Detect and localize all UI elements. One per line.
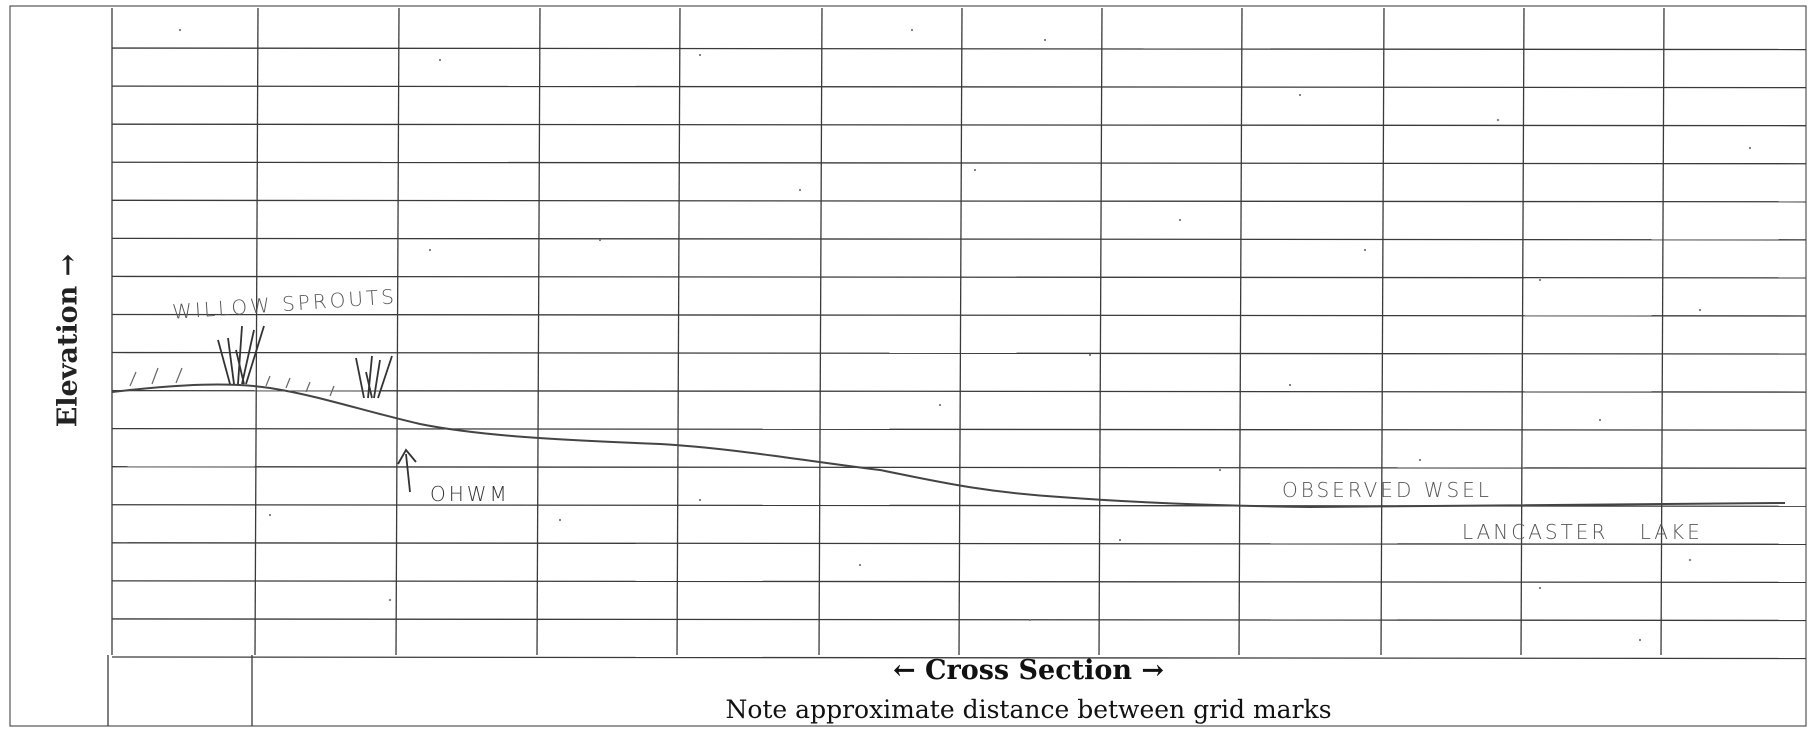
willow-sprout-marks-left: [217, 325, 265, 385]
grid-horizontal-line: [111, 656, 1807, 660]
scan-speck: [1363, 248, 1367, 252]
scan-speck: [1288, 383, 1292, 387]
scan-speck: [438, 58, 442, 62]
grid-horizontal-line: [111, 161, 1807, 165]
scan-speck: [1538, 586, 1542, 590]
willow-sprout-marks-right: [355, 355, 393, 399]
grid-horizontal-line: [111, 275, 1807, 279]
scan-speck: [858, 563, 862, 567]
grid-horizontal-line: [111, 542, 1807, 545]
scan-speck: [938, 403, 942, 407]
sheet-border: [9, 5, 1807, 727]
grid-horizontal-line: [111, 123, 1807, 127]
scan-speck: [910, 28, 914, 32]
grid: [107, 7, 1807, 726]
grid-vertical-line: [1238, 7, 1243, 656]
scan-speck: [1028, 618, 1032, 622]
grid-vertical-line: [818, 7, 823, 656]
scan-speck: [1043, 38, 1047, 42]
scan-speck: [1178, 218, 1182, 222]
scan-speck: [1598, 418, 1602, 422]
scan-speck: [388, 598, 392, 602]
grid-vertical-line: [676, 7, 681, 656]
grid-horizontal-line: [111, 580, 1807, 584]
grid-vertical-line: [1520, 7, 1525, 656]
x-axis-label: ← Cross Section →: [892, 655, 1165, 686]
grid-horizontal-line: [111, 313, 1807, 317]
scan-speck: [1688, 558, 1692, 562]
scan-specks: [178, 28, 1752, 642]
scan-speck: [1418, 458, 1422, 462]
scan-speck: [1298, 93, 1302, 97]
scan-speck: [698, 53, 702, 57]
grass-marks: [129, 367, 335, 397]
grid-vertical-line: [1098, 7, 1103, 656]
scan-speck: [698, 498, 702, 502]
grid-note: Note approximate distance between grid m…: [725, 695, 1332, 724]
scan-speck: [1538, 278, 1542, 282]
grid-vertical-line: [958, 7, 963, 656]
scan-speck: [268, 513, 272, 517]
scan-speck: [428, 248, 432, 252]
scan-speck: [1748, 146, 1752, 150]
scan-speck: [1698, 308, 1702, 312]
grid-horizontal-line: [111, 351, 1807, 355]
grid-horizontal-line: [111, 618, 1807, 622]
grid-horizontal-line: [111, 199, 1807, 203]
lake-label: LANCASTER LAKE: [1462, 520, 1703, 544]
grid-horizontal-line: [111, 427, 1807, 431]
scan-speck: [798, 188, 802, 192]
wsel-label: OBSERVED WSEL: [1282, 478, 1492, 502]
scan-speck: [1088, 353, 1092, 357]
scan-speck: [598, 238, 602, 242]
grid-horizontal-line: [111, 47, 1807, 51]
grid-vertical-line: [395, 7, 400, 656]
ohwm-arrow: [397, 448, 417, 493]
scan-speck: [178, 28, 182, 32]
scan-speck: [1218, 468, 1222, 472]
scan-speck: [1496, 118, 1500, 122]
grid-vertical-line: [254, 7, 259, 656]
y-axis-label-container: Elevation →: [28, 20, 108, 660]
y-axis-label: Elevation →: [52, 253, 84, 427]
ohwm-label: OHWM: [430, 482, 510, 506]
grid-horizontal-line: [111, 466, 1807, 469]
ground-profile-line: [111, 383, 1786, 509]
grid-horizontal-line: [111, 237, 1807, 241]
grid-vertical-line: [1660, 7, 1665, 656]
grid-horizontal-line: [111, 389, 1807, 393]
grid-vertical-line: [1380, 7, 1385, 656]
scan-speck: [558, 518, 562, 522]
scan-speck: [973, 168, 977, 172]
scan-speck: [1118, 538, 1122, 542]
scan-speck: [1638, 638, 1642, 642]
grid-vertical-line: [536, 7, 541, 656]
grid-horizontal-line: [111, 85, 1807, 89]
